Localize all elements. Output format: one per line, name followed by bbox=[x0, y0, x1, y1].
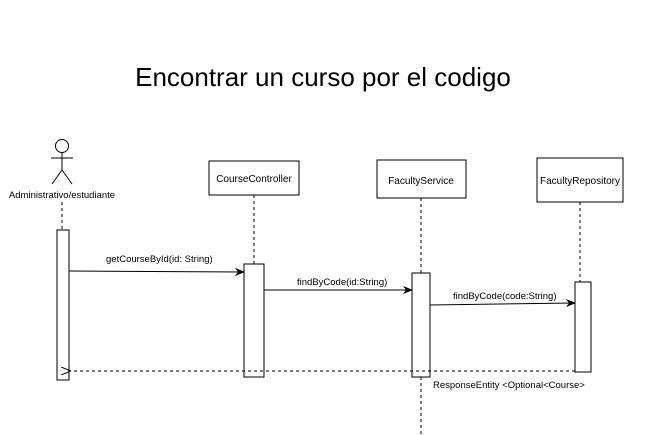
message-label-findbycode-id: findByCode(id:String) bbox=[297, 277, 387, 288]
participant-box-coursecontroller bbox=[208, 160, 300, 196]
participant-label-facultyrepository: FacultyRepository bbox=[540, 176, 620, 187]
actor-label: Administrativo/estudiante bbox=[9, 190, 115, 201]
participant-box-facultyservice bbox=[376, 159, 467, 199]
facultyrepository-activation-bar bbox=[574, 281, 592, 373]
participant-label-coursecontroller: CourseController bbox=[216, 174, 292, 185]
return-message-label: ResponseEntity <Optional<Course> bbox=[433, 380, 585, 391]
actor-stick-figure-icon bbox=[51, 139, 73, 185]
message-label-findbycode-code: findByCode(code:String) bbox=[453, 291, 557, 302]
diagram-title: Encontrar un curso por el codigo bbox=[135, 62, 511, 92]
actor-activation-bar bbox=[56, 229, 70, 381]
participant-label-facultyservice: FacultyService bbox=[388, 176, 454, 187]
coursecontroller-activation-bar bbox=[243, 263, 265, 378]
message-label-getcoursebyid: getCourseById(id: String) bbox=[106, 254, 213, 265]
facultyservice-activation-bar bbox=[411, 272, 431, 378]
message-arrow-getcoursebyid bbox=[68, 267, 245, 276]
message-arrow-findbycode-code bbox=[429, 299, 576, 308]
